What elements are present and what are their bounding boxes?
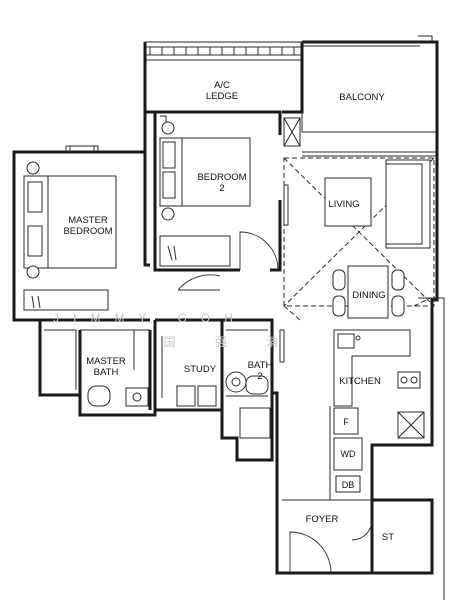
bath2-shower xyxy=(239,407,271,439)
label-living: LIVING xyxy=(328,199,359,210)
label-washer-dryer: WD xyxy=(341,449,356,459)
label-store: ST xyxy=(382,532,394,543)
dining-table xyxy=(347,265,389,319)
bedroom2-wall xyxy=(153,110,282,272)
label-master-bedroom-1: MASTER xyxy=(68,215,108,226)
fridge-box xyxy=(333,407,359,435)
kitchen-hob xyxy=(397,371,421,389)
balcony-wall xyxy=(302,40,439,132)
label-balcony: BALCONY xyxy=(339,92,385,103)
balcony-railing xyxy=(302,41,420,47)
bath2-toilet xyxy=(245,375,269,395)
label-fridge: F xyxy=(343,417,349,427)
dining-chair-1 xyxy=(332,269,346,291)
db-box xyxy=(335,475,361,493)
dining-chair-2 xyxy=(332,295,346,317)
balcony-threshold xyxy=(301,112,437,133)
bath2-door-panel xyxy=(279,329,285,363)
study-chair-left xyxy=(176,385,196,407)
ledge-railing-lines xyxy=(145,46,302,56)
bedroom2-bed xyxy=(159,137,251,207)
store-walls xyxy=(370,498,434,575)
master-door-swing xyxy=(177,274,221,291)
label-db: DB xyxy=(342,480,355,490)
master-bedside-top xyxy=(26,161,40,175)
master-right-wall xyxy=(143,152,150,267)
store-door-swing xyxy=(351,519,373,541)
bath2-drain xyxy=(231,377,241,387)
sofa-cushion xyxy=(385,163,423,245)
master-shower-line xyxy=(44,329,77,390)
bedroom2-side-panel xyxy=(283,184,289,226)
aircon-cross xyxy=(283,117,301,147)
dining-cut xyxy=(283,297,431,321)
balcony-area xyxy=(301,35,439,157)
bedroom2-door-swing xyxy=(239,231,279,271)
main-door-swing xyxy=(289,531,332,574)
washer-dryer-box xyxy=(333,437,363,471)
label-bath2-1: BATH xyxy=(248,360,273,371)
bedroom2-wardrobe xyxy=(159,235,231,267)
ledge-right-wall xyxy=(282,42,304,114)
boundary-line xyxy=(418,297,445,600)
kitchen-sink xyxy=(337,333,355,349)
study-chair-right xyxy=(197,385,217,407)
master-bedside-bottom xyxy=(26,265,40,279)
outer-wall xyxy=(12,132,439,575)
label-bath2-2: 2 xyxy=(257,371,262,382)
label-master-bath-1: MASTER xyxy=(86,356,126,367)
label-ac-ledge-2: LEDGE xyxy=(206,91,238,102)
master-bed xyxy=(23,175,117,269)
balcony-corner xyxy=(418,35,433,42)
master-basin-bowl xyxy=(132,392,142,402)
bedroom2-column xyxy=(160,115,167,122)
bath2-walls xyxy=(222,318,274,393)
label-kitchen: KITCHEN xyxy=(339,376,381,387)
master-window xyxy=(65,145,99,152)
kitchen-tap xyxy=(355,335,361,341)
bedroom2-bedside-top xyxy=(161,121,175,135)
label-ac-ledge-1: A/C xyxy=(214,80,230,91)
ledge-railing xyxy=(144,41,303,61)
label-study: STUDY xyxy=(184,364,217,375)
label-bedroom2-1: BEDROOM xyxy=(197,172,246,183)
coffee-table xyxy=(324,177,372,227)
master-toilet xyxy=(87,385,111,407)
hob-burner-1 xyxy=(400,376,408,384)
label-master-bedroom-2: BEDROOM xyxy=(63,226,112,237)
dining-chair-3 xyxy=(391,269,405,291)
dining-chair-4 xyxy=(391,295,405,317)
kitchen-vent-cross xyxy=(397,411,425,439)
watermark: JIMMY GOH xyxy=(53,311,247,325)
kitchen-counter xyxy=(333,329,411,407)
living-sliding-door xyxy=(302,151,437,157)
label-bedroom2-2: 2 xyxy=(219,183,224,194)
ledge-grille xyxy=(149,47,295,55)
master-bath-walls xyxy=(78,330,152,410)
watermark-cn: 国 强 清 xyxy=(164,335,297,349)
bedroom2-bedside-bottom xyxy=(161,207,175,221)
bedroom2-hangers xyxy=(167,245,177,261)
hob-burner-2 xyxy=(410,376,418,384)
master-wardrobe xyxy=(23,289,109,311)
bath2-inner xyxy=(226,329,268,397)
label-dining: DINING xyxy=(352,290,385,301)
label-master-bath-2: BATH xyxy=(94,367,119,378)
master-hangers xyxy=(31,295,41,309)
label-foyer: FOYER xyxy=(306,514,339,525)
